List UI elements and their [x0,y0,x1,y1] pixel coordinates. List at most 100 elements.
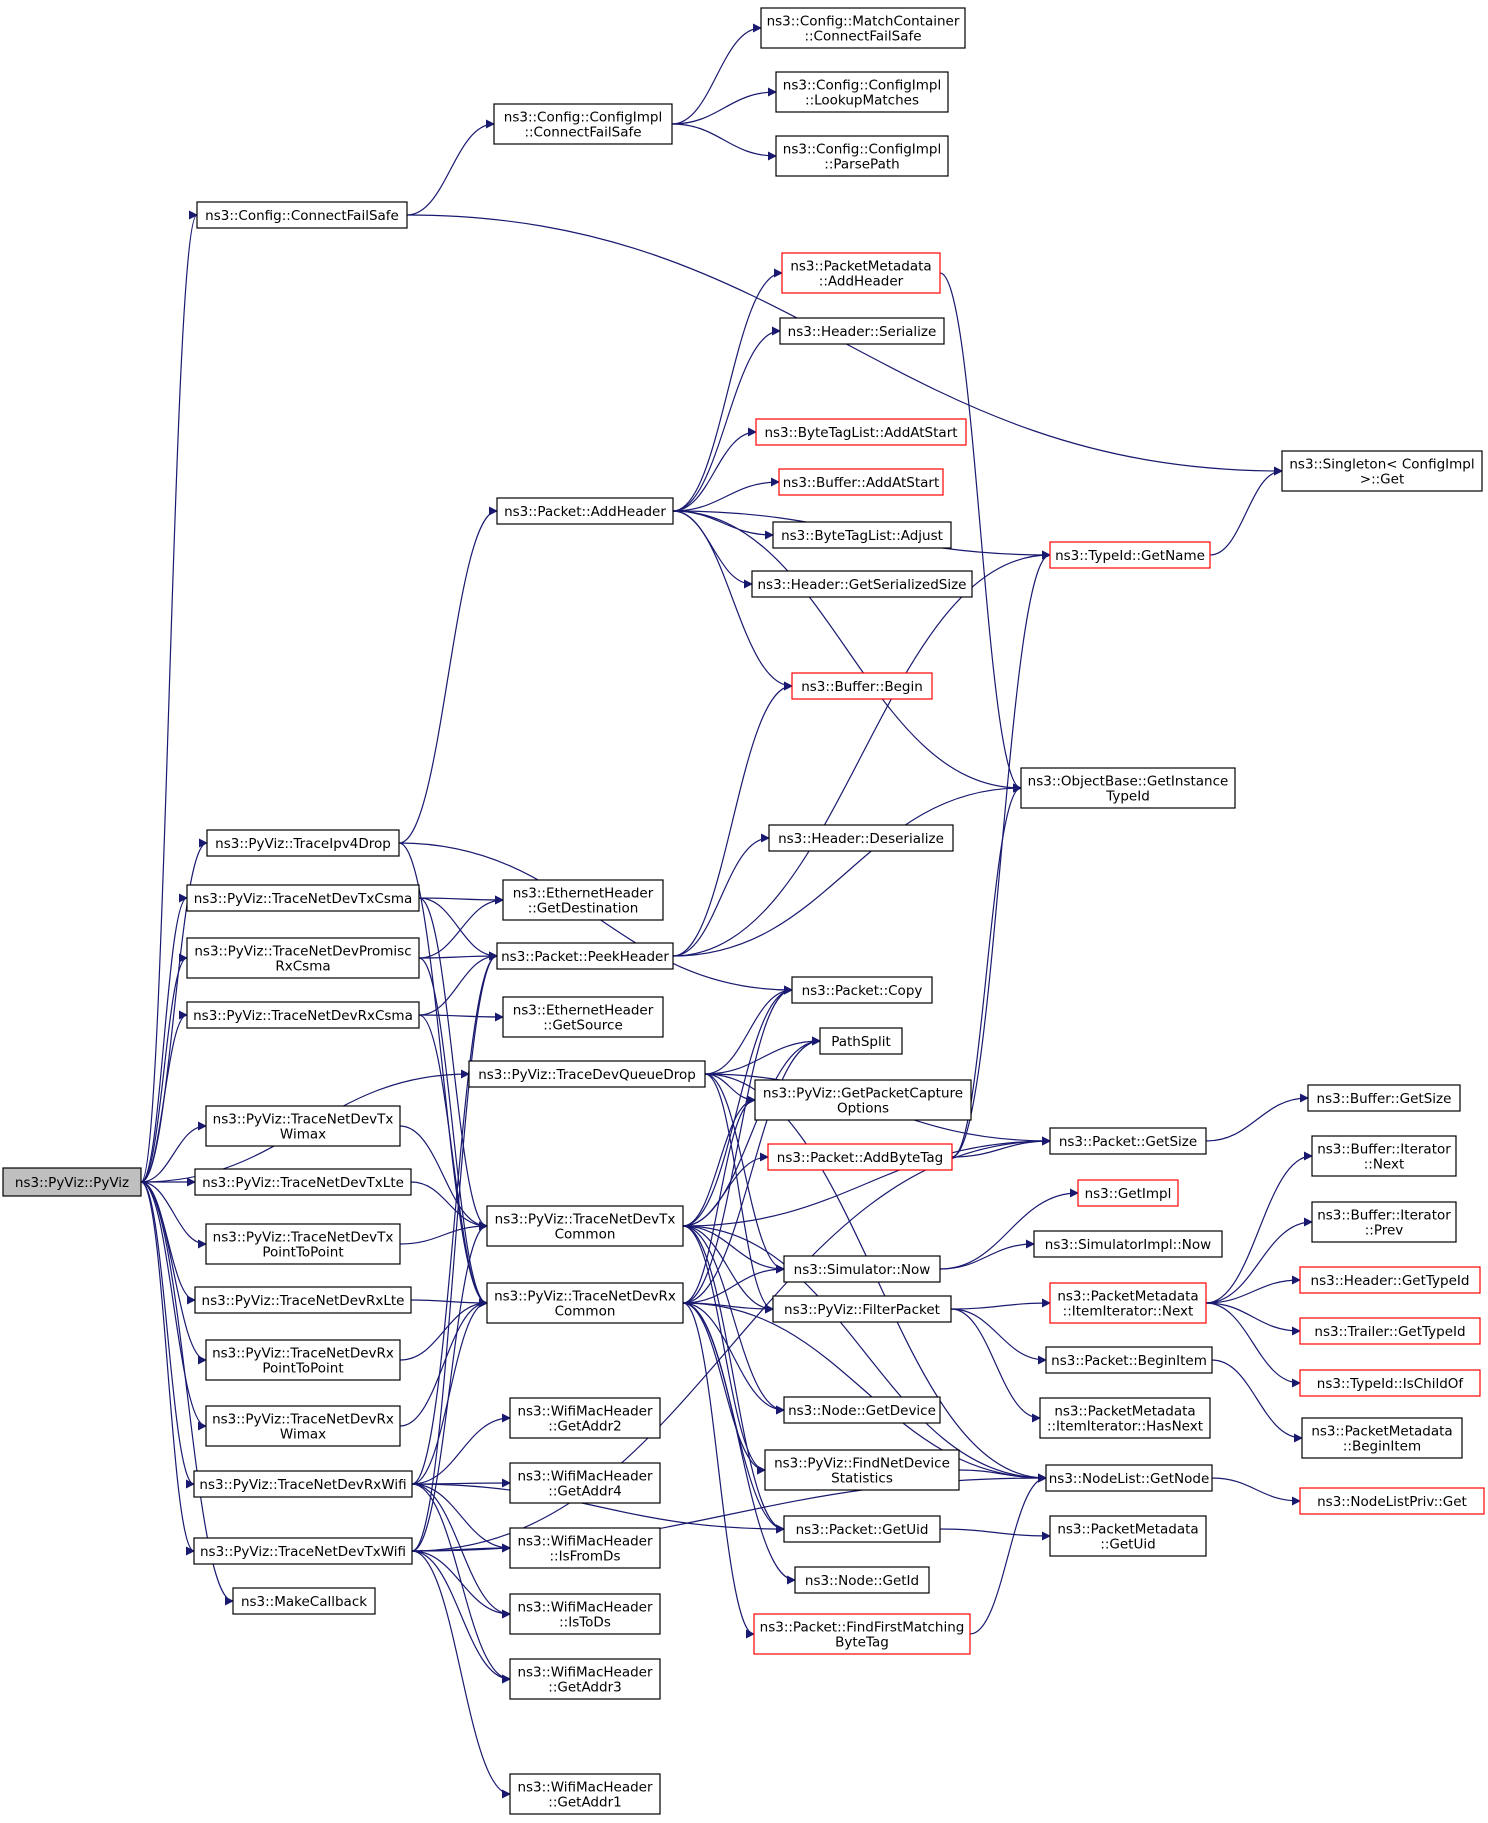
node-pmIterNext[interactable]: ns3::PacketMetadata::ItemIterator::Next [1049,1282,1207,1324]
node-ethDest[interactable]: ns3::EthernetHeader::GetDestination [502,879,664,921]
node-bufBegin[interactable]: ns3::Buffer::Begin [791,672,933,700]
node-box [1281,450,1483,492]
node-box [751,570,973,598]
node-addByteTag[interactable]: ns3::Packet::AddByteTag [767,1143,953,1171]
node-box [778,468,944,496]
node-isChildOf[interactable]: ns3::TypeId::IsChildOf [1299,1369,1481,1397]
node-label: ns3::Config::MatchContainer [767,14,960,30]
node-label: ::Prev [1365,1223,1404,1239]
node-wifiFromDs[interactable]: ns3::WifiMacHeader::IsFromDs [509,1527,661,1569]
node-rxCsma[interactable]: ns3::PyViz::TraceNetDevRxCsma [186,1001,420,1029]
node-pmAddHeader[interactable]: ns3::PacketMetadata::AddHeader [781,252,941,294]
node-root[interactable]: ns3::PyViz::PyViz [2,1167,142,1197]
node-traceIpv4[interactable]: ns3::PyViz::TraceIpv4Drop [206,829,400,857]
call-edge-rxWifi-to-rxCommon [411,1298,488,1485]
node-box [1307,1084,1461,1112]
node-trlGetTypeId[interactable]: ns3::Trailer::GetTypeId [1299,1317,1481,1345]
node-hdrSerSize[interactable]: ns3::Header::GetSerializedSize [751,570,973,598]
node-typeIdGetName[interactable]: ns3::TypeId::GetName [1049,541,1211,569]
call-edge-findFirstTag-to-nodeListGet [969,1473,1047,1635]
call-edge-addByteTag-to-objBase [951,783,1022,1158]
node-label: ns3::Config::ConnectFailSafe [205,208,399,224]
node-box [1299,1266,1481,1294]
node-pktBeginItem[interactable]: ns3::Packet::BeginItem [1045,1346,1213,1374]
node-wifiAddr3[interactable]: ns3::WifiMacHeader::GetAddr3 [509,1658,661,1700]
node-txWifi[interactable]: ns3::PyViz::TraceNetDevTxWifi [193,1537,413,1565]
node-pktAddHeader[interactable]: ns3::Packet::AddHeader [496,497,674,525]
node-box [196,201,408,229]
node-hdrGetTypeId[interactable]: ns3::Header::GetTypeId [1299,1266,1481,1294]
node-cfgConnect[interactable]: ns3::Config::ConnectFailSafe [196,201,408,229]
node-box [1020,767,1236,809]
node-btlAdjust[interactable]: ns3::ByteTagList::Adjust [772,521,952,549]
node-label: ns3::ObjectBase::GetInstance [1028,774,1229,790]
node-pktGetSize[interactable]: ns3::Packet::GetSize [1049,1127,1207,1155]
node-box [509,1593,661,1635]
node-rxLte[interactable]: ns3::PyViz::TraceNetDevRxLte [194,1286,412,1314]
node-cfgImplConnect[interactable]: ns3::Config::ConfigImpl::ConnectFailSafe [493,103,673,145]
node-label: ns3::WifiMacHeader [517,1534,653,1550]
call-edge-rxWifi-to-peekHeader [411,951,498,1485]
call-edge-filterPacket-to-pktBeginItem [950,1308,1047,1365]
node-getImpl[interactable]: ns3::GetImpl [1077,1179,1179,1207]
node-box [1049,541,1211,569]
node-hdrDeserialize[interactable]: ns3::Header::Deserialize [768,824,954,852]
call-edge-txCommon-to-filterPacket [682,1225,774,1314]
node-nodeGetId[interactable]: ns3::Node::GetId [794,1566,930,1594]
node-pmGetUid[interactable]: ns3::PacketMetadata::GetUid [1049,1515,1207,1557]
node-txCsma[interactable]: ns3::PyViz::TraceNetDevTxCsma [186,884,420,912]
node-bufIterNext[interactable]: ns3::Buffer::Iterator::Next [1311,1135,1457,1177]
node-simNow[interactable]: ns3::Simulator::Now [783,1255,941,1283]
node-hdrSerialize[interactable]: ns3::Header::Serialize [779,317,945,345]
node-wifiAddr4[interactable]: ns3::WifiMacHeader::GetAddr4 [509,1462,661,1504]
node-peekHeader[interactable]: ns3::Packet::PeekHeader [496,942,674,970]
node-bufIterPrev[interactable]: ns3::Buffer::Iterator::Prev [1311,1201,1457,1243]
node-box [767,1143,953,1171]
call-edge-root-to-rxCsma [140,1010,188,1183]
node-btlAddAtStart[interactable]: ns3::ByteTagList::AddAtStart [755,418,967,446]
node-pathSplit[interactable]: PathSplit [819,1027,903,1055]
node-pmHasNext[interactable]: ns3::PacketMetadata::ItemIterator::HasNe… [1039,1397,1211,1439]
node-filterPacket[interactable]: ns3::PyViz::FilterPacket [772,1295,952,1323]
node-lookup[interactable]: ns3::Config::ConfigImpl::LookupMatches [775,71,949,113]
node-nodeGetDevice[interactable]: ns3::Node::GetDevice [783,1396,941,1424]
node-nodeListPriv[interactable]: ns3::NodeListPriv::Get [1299,1487,1485,1515]
call-edge-txWifi-to-peekHeader [411,951,498,1552]
node-wifiAddr1[interactable]: ns3::WifiMacHeader::GetAddr1 [509,1773,661,1815]
node-box [486,1205,684,1247]
node-singletonGet[interactable]: ns3::Singleton< ConfigImpl>::Get [1281,450,1483,492]
node-ethSrc[interactable]: ns3::EthernetHeader::GetSource [502,996,664,1038]
node-label: ns3::PyViz::TraceNetDevRxLte [202,1293,405,1309]
call-edge-txWifi-to-wifiAddr1 [411,1550,511,1799]
node-nodeListGet[interactable]: ns3::NodeList::GetNode [1045,1464,1213,1492]
node-box [194,1168,412,1196]
node-txLte[interactable]: ns3::PyViz::TraceNetDevTxLte [194,1168,412,1196]
node-pktGetUid[interactable]: ns3::Packet::GetUid [783,1515,941,1543]
call-edge-pmIterNext-to-trlGetTypeId [1205,1302,1301,1336]
node-bufGetSize[interactable]: ns3::Buffer::GetSize [1307,1084,1461,1112]
node-parsePath[interactable]: ns3::Config::ConfigImpl::ParsePath [775,135,949,177]
node-devQueueDrop[interactable]: ns3::PyViz::TraceDevQueueDrop [468,1060,706,1088]
node-rxWifi[interactable]: ns3::PyViz::TraceNetDevRxWifi [193,1470,413,1498]
node-pktCopy[interactable]: ns3::Packet::Copy [791,976,933,1004]
node-pmBeginItem[interactable]: ns3::PacketMetadata::BeginItem [1301,1417,1463,1459]
node-label: ns3::Header::GetTypeId [1311,1273,1470,1289]
node-wifiAddr2[interactable]: ns3::WifiMacHeader::GetAddr2 [509,1397,661,1439]
node-wifiToDs[interactable]: ns3::WifiMacHeader::IsToDs [509,1593,661,1635]
call-edge-txCommon-to-captureOpts [682,1095,756,1227]
node-matchConnect[interactable]: ns3::Config::MatchContainer::ConnectFail… [760,7,966,49]
node-simImplNow[interactable]: ns3::SimulatorImpl::Now [1033,1230,1223,1258]
node-bufAddAtStart[interactable]: ns3::Buffer::AddAtStart [778,468,944,496]
node-makeCallback[interactable]: ns3::MakeCallback [232,1587,376,1615]
